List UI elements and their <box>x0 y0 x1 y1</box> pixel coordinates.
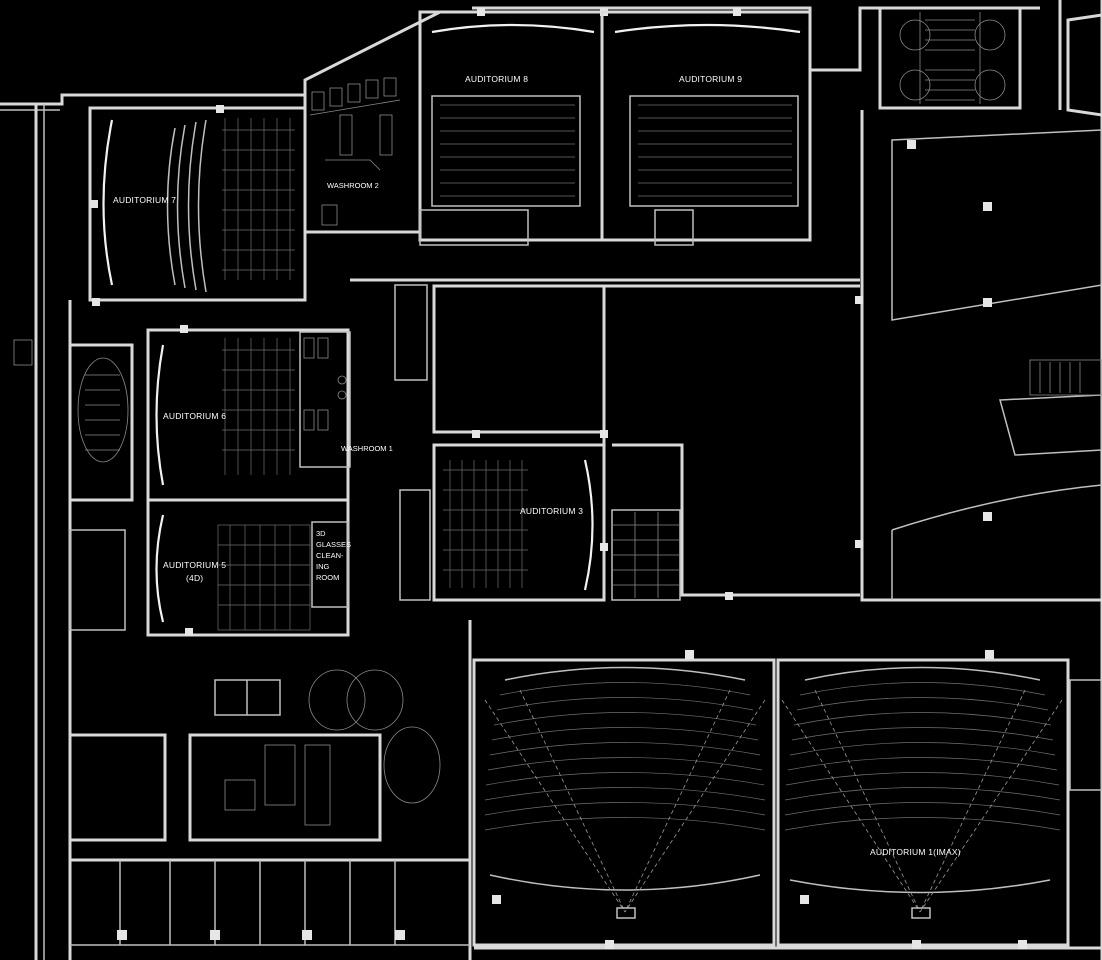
auditorium-7 <box>88 105 307 306</box>
label-washroom-1: WASHROOM 1 <box>341 444 393 453</box>
large-lobby-room <box>860 110 1102 602</box>
escalator-center <box>611 509 681 601</box>
auditorium-2 <box>472 650 776 949</box>
label-auditorium-1-imax: AUDITORIUM 1(IMAX) <box>870 847 961 857</box>
label-glasses-room-line-3: CLEAN- <box>316 551 344 560</box>
auditorium-3 <box>432 443 608 602</box>
label-glasses-room-line-5: ROOM <box>316 573 339 582</box>
washroom-1 <box>299 331 351 468</box>
label-auditorium-5: AUDITORIUM 5 <box>163 560 226 570</box>
label-glasses-room-line-4: ING <box>316 562 330 571</box>
auditorium-9 <box>600 8 812 246</box>
label-auditorium-8: AUDITORIUM 8 <box>465 74 528 84</box>
label-glasses-room-line-1: 3D <box>316 529 326 538</box>
label-glasses-room-line-2: GLASSES <box>316 540 351 549</box>
washroom-2 <box>303 40 422 234</box>
stairs-top-right <box>878 6 1102 117</box>
auditorium-5 <box>146 498 350 637</box>
auditorium-8 <box>418 8 608 246</box>
label-auditorium-9: AUDITORIUM 9 <box>679 74 742 84</box>
left-stairs <box>13 339 134 502</box>
label-washroom-2: WASHROOM 2 <box>327 181 379 190</box>
label-auditorium-6: AUDITORIUM 6 <box>163 411 226 421</box>
room-labels: AUDITORIUM 7 AUDITORIUM 8 AUDITORIUM 9 W… <box>113 74 961 857</box>
label-auditorium-5-4d: (4D) <box>186 573 203 583</box>
label-auditorium-3: AUDITORIUM 3 <box>520 506 583 516</box>
auditorium-1-imax <box>776 650 1102 949</box>
label-auditorium-7: AUDITORIUM 7 <box>113 195 176 205</box>
lower-left-service <box>68 529 470 945</box>
central-corridor <box>350 278 863 601</box>
